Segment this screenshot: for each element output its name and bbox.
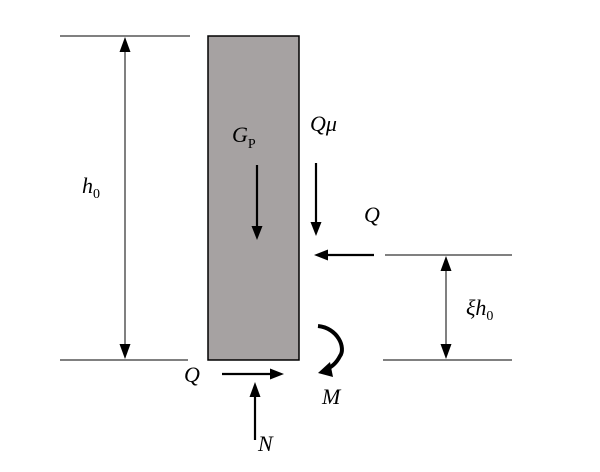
xi-h0-top-arrowhead <box>440 256 452 271</box>
h0-bottom-arrowhead <box>119 344 131 359</box>
h0-top-arrowhead <box>119 37 131 52</box>
q-bottom-label: Q <box>184 362 200 387</box>
xi-h0-label: ξh0 <box>466 295 493 324</box>
q-bottom-force-arrowhead <box>270 368 284 380</box>
q-right-label: Q <box>364 202 380 227</box>
n-label: N <box>257 431 274 456</box>
q-mu-force-arrowhead <box>310 222 322 236</box>
gp-force-arrowhead <box>251 226 263 240</box>
m-label: M <box>321 384 342 409</box>
q-right-force-arrowhead <box>314 249 328 261</box>
gp-label: GP <box>232 122 256 152</box>
n-force-arrowhead <box>249 382 261 397</box>
block <box>207 35 300 361</box>
q-mu-label: Qμ <box>310 111 337 136</box>
h0-label: h0 <box>82 173 100 202</box>
xi-h0-bottom-arrowhead <box>440 344 452 359</box>
moment-arrowhead <box>318 362 333 377</box>
